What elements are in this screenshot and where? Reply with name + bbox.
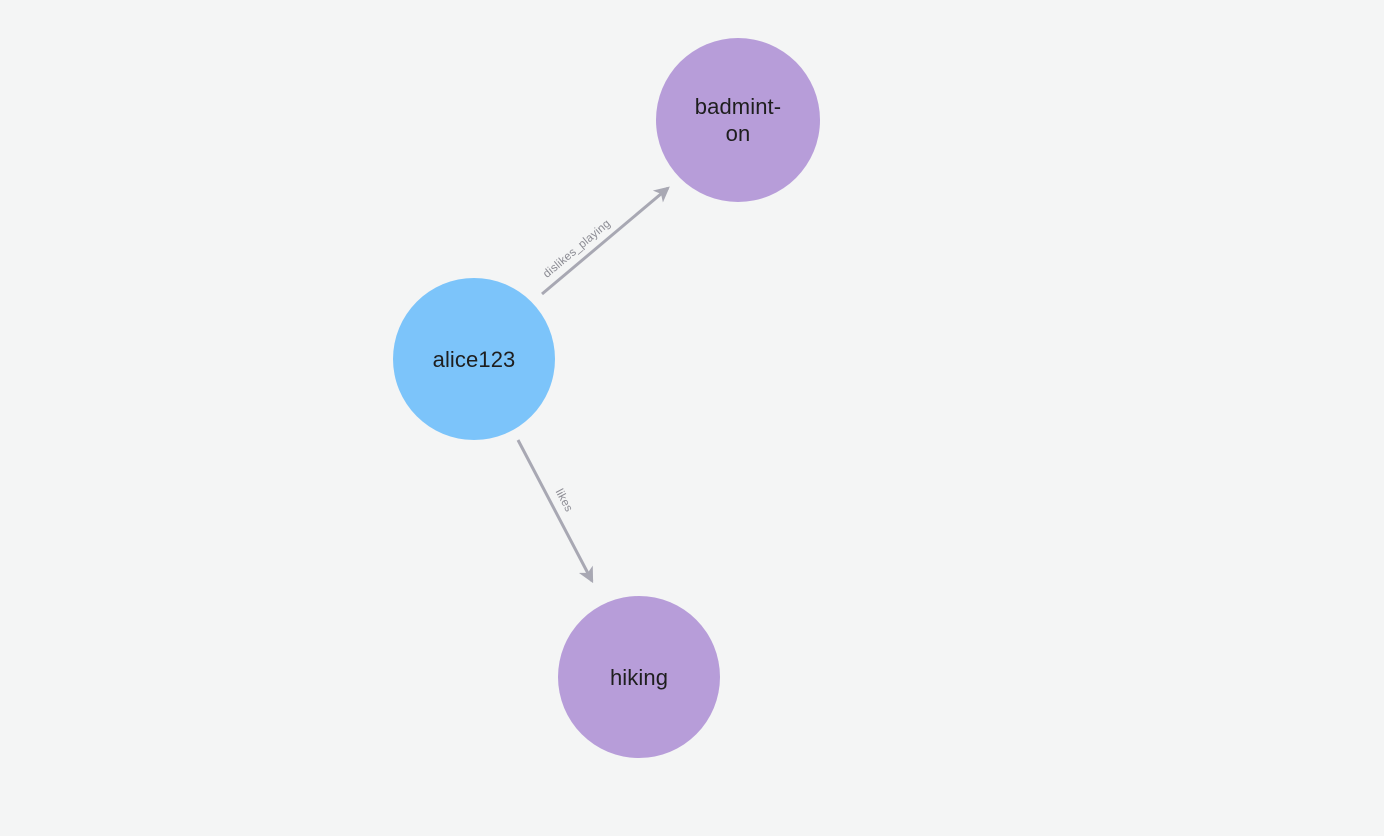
- node-hiking[interactable]: hiking: [558, 596, 720, 758]
- node-label-alice123: alice123: [432, 346, 516, 372]
- node-label-hiking: hiking: [609, 664, 669, 690]
- edge-likes[interactable]: [516, 439, 594, 584]
- node-alice123[interactable]: alice123: [393, 278, 555, 440]
- edge-dislikes-playing[interactable]: [541, 186, 670, 296]
- node-label-badminton: badmint- on: [694, 94, 782, 146]
- node-badminton[interactable]: badmint- on: [656, 38, 820, 202]
